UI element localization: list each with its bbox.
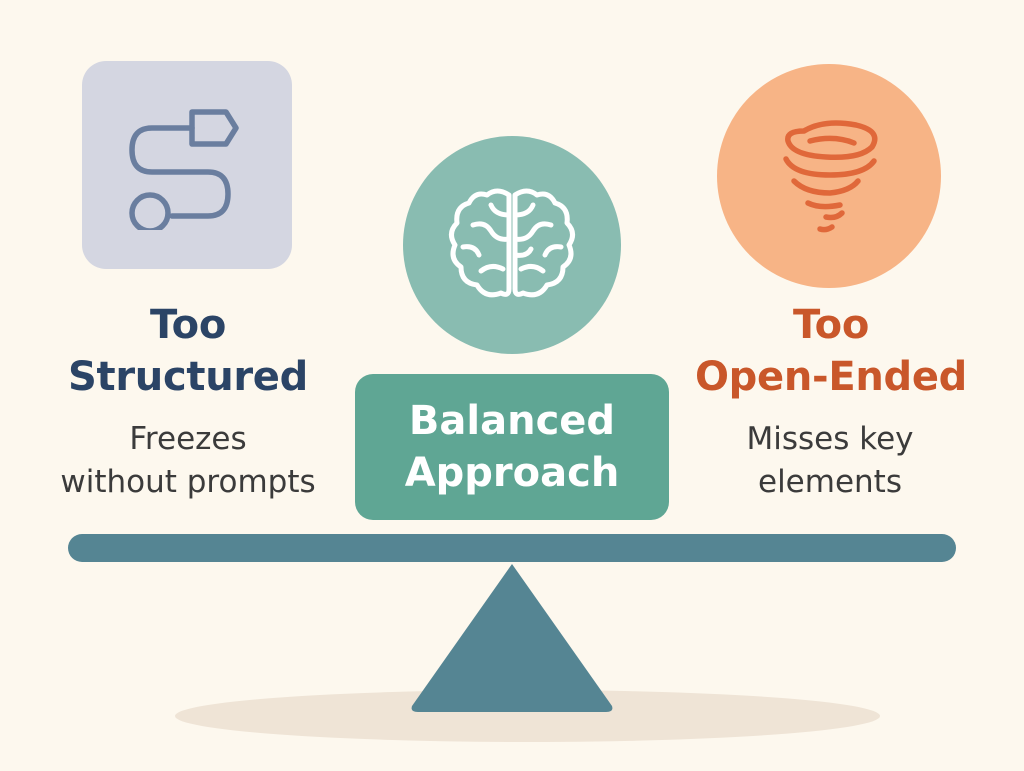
structured-desc-line2: without prompts [60, 464, 316, 500]
structured-title-line1: Too [149, 302, 227, 348]
open-ended-desc-line1: Misses key [746, 421, 914, 457]
structured-description: Freezes without prompts [30, 418, 346, 504]
seesaw-fulcrum [411, 564, 613, 712]
balanced-label-line1: Balanced [408, 398, 616, 444]
tornado-circle [717, 64, 941, 288]
structured-icon-tile [82, 61, 292, 269]
balanced-label-line2: Approach [404, 450, 620, 496]
winding-path-icon [129, 109, 239, 230]
seesaw-beam [68, 534, 956, 562]
structured-desc-line1: Freezes [129, 421, 247, 457]
open-ended-title-line1: Too [792, 302, 870, 348]
structured-title-line2: Structured [68, 354, 308, 400]
brain-circle [403, 136, 621, 354]
structured-title: Too Structured [40, 299, 336, 403]
balanced-approach-box: Balanced Approach [355, 374, 669, 520]
open-ended-description: Misses key elements [690, 418, 970, 504]
open-ended-title: Too Open-Ended [676, 299, 986, 403]
brain-icon [449, 188, 575, 298]
tornado-icon [783, 120, 878, 233]
open-ended-title-line2: Open-Ended [694, 354, 968, 400]
open-ended-desc-line2: elements [758, 464, 902, 500]
